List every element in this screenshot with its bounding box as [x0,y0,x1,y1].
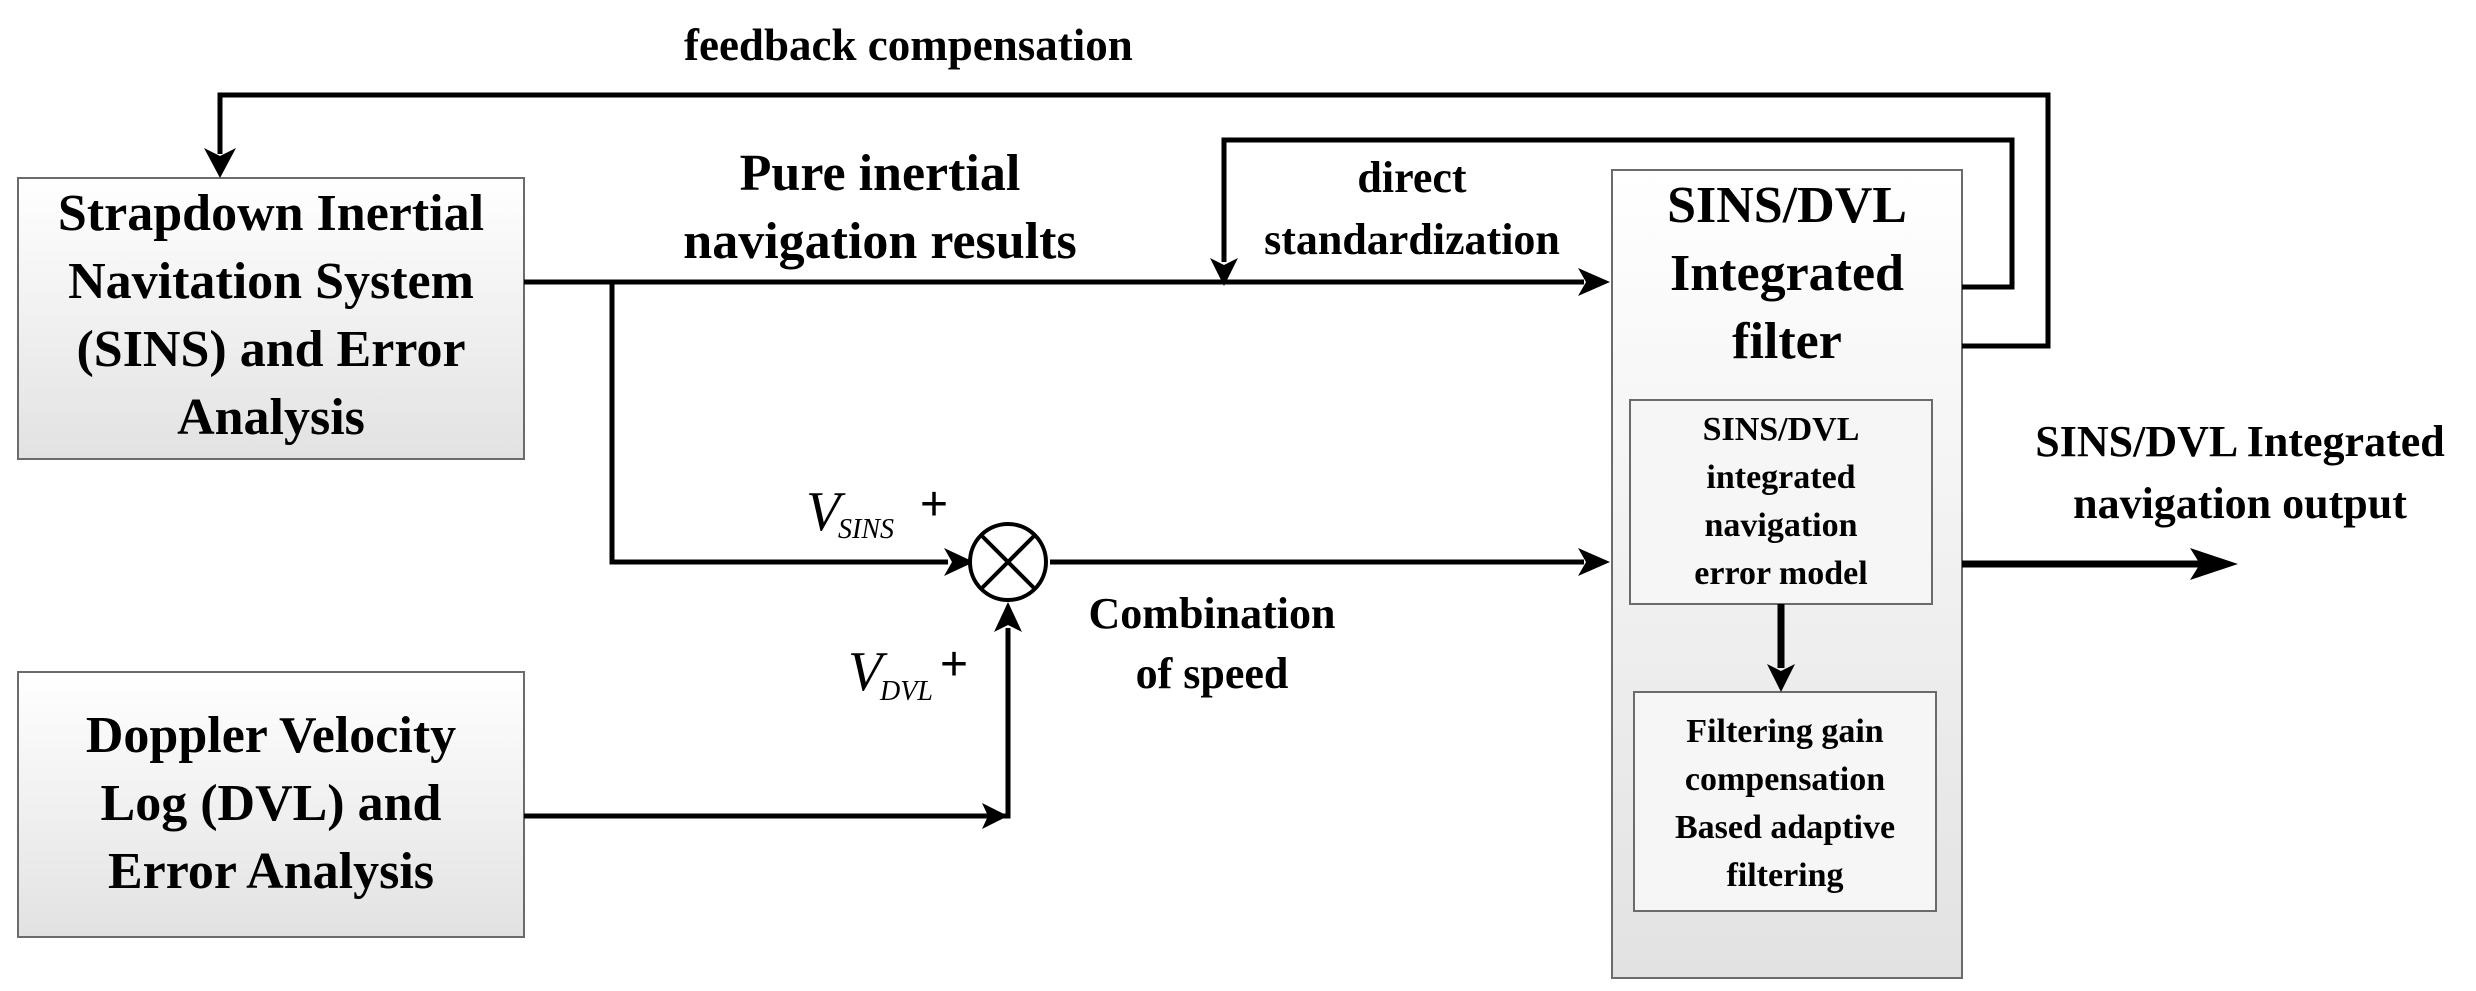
sins-line-1: Strapdown Inertial [58,185,484,242]
filter-title-line-3: filter [1732,313,1842,370]
combination-line-1: Combination [1089,589,1336,638]
sins-box [17,177,525,460]
direct-std-loop-line [1221,137,2015,290]
combination-arrowhead [1578,548,1610,576]
filter-title-line-2: Integrated [1670,245,1904,302]
vsins-arrowhead [944,548,974,576]
feedback-arrowhead [204,148,236,178]
dvl-line-1: Doppler Velocity [86,707,456,764]
direct-std-line-1: direct [1357,153,1466,202]
pure-inertial-label: Pure inertial navigation results [683,145,1076,270]
output-line-2: navigation output [2073,479,2407,528]
gain-line-2: compensation [1685,761,1885,798]
dvl-box-text: Doppler Velocity Log (DVL) and Error Ana… [86,707,456,900]
dvl-line-2: Log (DVL) and [101,775,442,832]
dvl-box [17,671,525,938]
gain-box-text: Filtering gain compensation Based adapti… [1675,713,1895,894]
sins-box-text: Strapdown Inertial Navitation System (SI… [58,185,484,446]
gain-box [1633,691,1937,912]
output-line-1: SINS/DVL Integrated [2035,417,2445,466]
summing-junction [968,522,1048,602]
dvl-horizontal-arrowhead [982,803,1008,829]
v-sins-label: V SINS + [806,478,948,545]
error-model-box [1629,399,1933,605]
pure-inertial-line-2: navigation results [683,213,1076,270]
feedback-compensation-label: feedback compensation [684,20,1133,70]
vsins-branch-line [609,282,948,565]
error-model-line-1: SINS/DVL [1703,411,1860,448]
sins-line-3: (SINS) and Error [76,321,465,378]
dvl-output-line [524,628,1011,819]
v-sins-symbol: V [806,481,846,543]
v-dvl-symbol: V [848,641,888,703]
error-model-text: SINS/DVL integrated navigation error mod… [1694,411,1867,592]
sins-to-filter-arrowhead [1578,268,1610,296]
sins-line-2: Navitation System [68,253,474,310]
error-model-line-2: integrated [1706,459,1855,496]
v-sins-subscript: SINS [838,514,894,545]
filter-title-line-1: SINS/DVL [1667,177,1907,234]
combination-label: Combination of speed [1089,589,1336,698]
v-dvl-subscript: DVL [879,676,933,707]
error-model-line-3: navigation [1704,507,1857,544]
filter-title: SINS/DVL Integrated filter [1667,177,1907,370]
v-dvl-sign: + [940,638,968,691]
gain-line-1: Filtering gain [1686,713,1883,750]
direct-standardization-label: direct standardization [1264,153,1560,264]
output-label: SINS/DVL Integrated navigation output [2035,417,2445,528]
direct-std-line-2: standardization [1264,215,1560,264]
v-dvl-label: V DVL + [848,638,968,707]
gain-line-4: filtering [1726,857,1843,894]
v-sins-sign: + [920,478,948,531]
pure-inertial-line-1: Pure inertial [740,145,1021,202]
feedback-loop-line [217,92,2051,349]
error-model-line-4: error model [1694,555,1867,592]
vdvl-arrowhead [994,602,1022,632]
model-to-gain-arrowhead [1767,664,1795,692]
sins-line-4: Analysis [177,389,365,446]
dvl-line-3: Error Analysis [108,843,434,900]
direct-std-arrowhead [1210,258,1238,286]
output-arrowhead [2190,548,2238,580]
combination-line-2: of speed [1136,649,1289,698]
gain-line-3: Based adaptive [1675,809,1895,846]
